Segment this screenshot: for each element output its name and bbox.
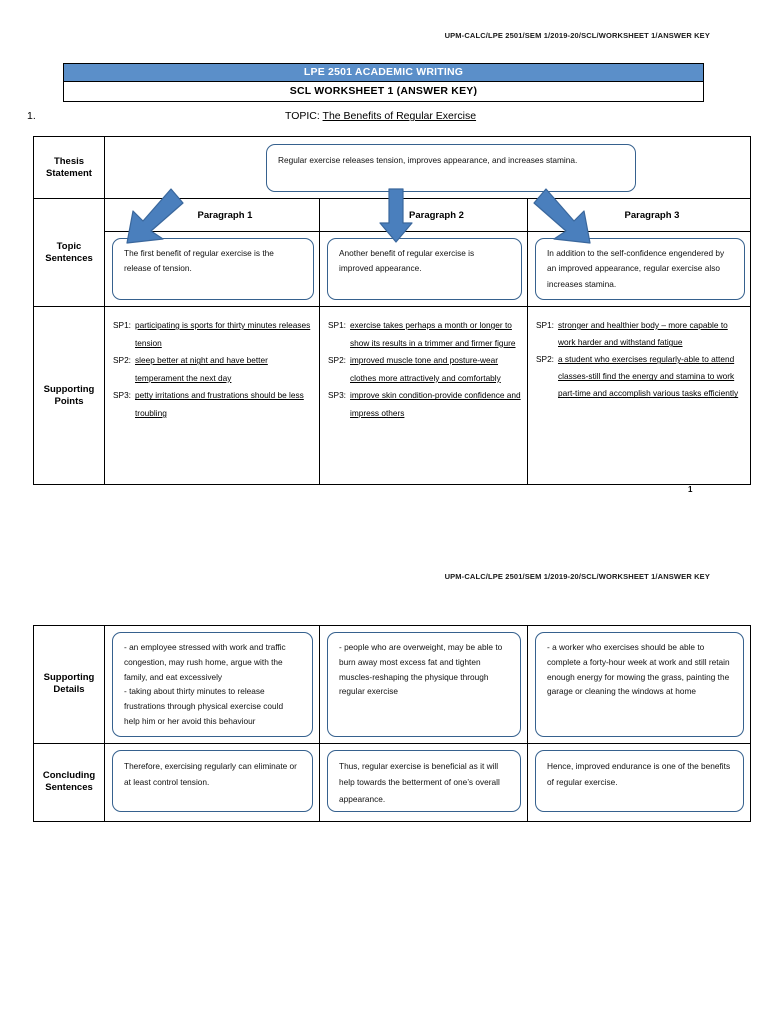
row-label-supporting-points: Supporting Points (33, 306, 105, 486)
sp-tag: SP3: (113, 390, 131, 401)
sp-text: improve skin condition-provide confidenc… (350, 390, 521, 418)
supporting-details-cell-1: - an employee stressed with work and tra… (104, 625, 320, 744)
sp-tag: SP1: (113, 320, 131, 331)
row-label-thesis-line2: Statement (46, 167, 92, 179)
supporting-details-box-1: - an employee stressed with work and tra… (112, 632, 313, 737)
running-header-page-1: UPM-CALC/LPE 2501/SEM 1/2019-20/SCL/WORK… (444, 31, 710, 40)
supporting-details-box-3: - a worker who exercises should be able … (535, 632, 744, 737)
table-row-supporting-points: Supporting Points SP1: participating is … (33, 306, 752, 486)
sp-text: stronger and healthier body – more capab… (558, 320, 728, 348)
topic-sentence-box-2: Another benefit of regular exercise is i… (327, 238, 522, 301)
sp-text: exercise takes perhaps a month or longer… (350, 320, 516, 348)
supporting-details-box-2: - people who are overweight, may be able… (327, 632, 521, 737)
row-label-cs-line1: Concluding (42, 770, 96, 782)
thesis-cell: Regular exercise releases tension, impro… (103, 136, 752, 199)
item-number: 1. (27, 110, 36, 122)
supporting-details-cell-3: - a worker who exercises should be able … (527, 625, 751, 744)
supporting-point-item: SP2: improved muscle tone and posture-we… (328, 352, 521, 387)
topic-sentence-box-3: In addition to the self-confidence engen… (535, 238, 746, 301)
row-label-thesis: Thesis Statement (33, 136, 105, 199)
supporting-point-item: SP1: participating is sports for thirty … (113, 317, 313, 352)
topic-line: TOPIC: The Benefits of Regular Exercise (285, 110, 476, 122)
row-label-sp-line2: Points (54, 395, 84, 407)
supporting-point-item: SP3: improve skin condition-provide conf… (328, 387, 521, 422)
row-label-topic-sentences: Topic Sentences (33, 197, 105, 308)
sp-text: participating is sports for thirty minut… (135, 320, 311, 348)
paragraph-heading-1: Paragraph 1 (197, 209, 253, 221)
supporting-details-line: - taking about thirty minutes to release… (124, 686, 284, 726)
row-label-topic-line1: Topic (56, 240, 82, 252)
page-number: 1 (688, 485, 693, 494)
topic-label: TOPIC: (285, 110, 320, 122)
supporting-details-line: - people who are overweight, may be able… (339, 642, 503, 697)
paragraph-heading-cell-1: Paragraph 1 (104, 188, 320, 244)
supporting-point-item: SP2: a student who exercises regularly-a… (536, 351, 744, 402)
concluding-sentence-box-2: Thus, regular exercise is beneficial as … (327, 749, 521, 812)
row-label-sd-line2: Details (53, 684, 85, 696)
row-label-concluding-sentences: Concluding Sentences (33, 742, 105, 822)
concluding-sentence-box-1: Therefore, exercising regularly can elim… (112, 749, 313, 812)
sp-text: petty irritations and frustrations shoul… (135, 390, 304, 418)
outline-table-page-1: Thesis Statement Regular exercise releas… (33, 136, 752, 486)
sp-tag: SP3: (328, 390, 346, 401)
paragraph-heading-2: Paragraph 2 (409, 209, 464, 221)
concluding-sentence-cell-2: Thus, regular exercise is beneficial as … (319, 742, 528, 822)
running-header-page-2: UPM-CALC/LPE 2501/SEM 1/2019-20/SCL/WORK… (444, 572, 710, 581)
sp-text: improved muscle tone and posture-wear cl… (350, 355, 501, 383)
row-label-thesis-line1: Thesis (53, 155, 85, 167)
supporting-points-list-1: SP1: participating is sports for thirty … (113, 317, 313, 422)
worksheet-subtitle: SCL WORKSHEET 1 (ANSWER KEY) (64, 82, 703, 101)
row-label-sd-line1: Supporting (43, 672, 95, 684)
concluding-sentence-cell-1: Therefore, exercising regularly can elim… (104, 742, 320, 822)
row-label-sp-line1: Supporting (43, 383, 95, 395)
topic-sentence-cell-1: The first benefit of regular exercise is… (104, 230, 320, 308)
supporting-points-list-2: SP1: exercise takes perhaps a month or l… (328, 317, 521, 422)
outline-table-page-2: Supporting Details - an employee stresse… (33, 625, 751, 822)
sp-text: a student who exercises regularly-able t… (558, 354, 739, 399)
supporting-points-cell-1: SP1: participating is sports for thirty … (104, 306, 320, 486)
worksheet-title-block: LPE 2501 ACADEMIC WRITING SCL WORKSHEET … (63, 63, 704, 102)
concluding-sentence-cell-3: Hence, improved endurance is one of the … (527, 742, 751, 822)
sp-tag: SP1: (328, 320, 346, 331)
supporting-details-cell-2: - people who are overweight, may be able… (319, 625, 528, 744)
supporting-point-item: SP1: stronger and healthier body – more … (536, 317, 744, 351)
sp-text: sleep better at night and have better te… (135, 355, 268, 383)
concluding-sentence-box-3: Hence, improved endurance is one of the … (535, 749, 744, 812)
table-row-concluding-sentences: Concluding Sentences Therefore, exercisi… (33, 742, 751, 822)
topic-sentence-box-1: The first benefit of regular exercise is… (112, 238, 314, 301)
supporting-point-item: SP1: exercise takes perhaps a month or l… (328, 317, 521, 352)
supporting-points-cell-2: SP1: exercise takes perhaps a month or l… (319, 306, 528, 486)
row-label-cs-line2: Sentences (45, 782, 93, 794)
sp-tag: SP2: (536, 354, 554, 365)
table-row-topic-sentences: The first benefit of regular exercise is… (34, 230, 752, 308)
supporting-details-line: - a worker who exercises should be able … (547, 642, 730, 697)
sp-tag: SP2: (328, 355, 346, 366)
supporting-point-item: SP2: sleep better at night and have bett… (113, 352, 313, 387)
supporting-details-line: - an employee stressed with work and tra… (124, 642, 286, 682)
supporting-point-item: SP3: petty irritations and frustrations … (113, 387, 313, 422)
table-row-paragraph-headings: Topic Sentences Paragraph 1 Paragraph 2 … (33, 188, 752, 308)
table-row-thesis: Thesis Statement Regular exercise releas… (33, 136, 752, 199)
row-label-topic-line2: Sentences (45, 252, 93, 264)
topic-sentence-cell-3: In addition to the self-confidence engen… (526, 230, 752, 308)
paragraph-heading-cell-2: Paragraph 2 (319, 188, 528, 243)
paragraph-heading-3: Paragraph 3 (624, 209, 680, 221)
sp-tag: SP2: (113, 355, 131, 366)
supporting-points-cell-3: SP1: stronger and healthier body – more … (526, 306, 752, 486)
sp-tag: SP1: (536, 320, 554, 331)
paragraph-heading-cell-3: Paragraph 3 (526, 188, 752, 244)
topic-sentence-cell-2: Another benefit of regular exercise is i… (319, 230, 528, 308)
course-title: LPE 2501 ACADEMIC WRITING (64, 64, 703, 82)
supporting-points-list-3: SP1: stronger and healthier body – more … (536, 317, 744, 402)
table-row-supporting-details: Supporting Details - an employee stresse… (33, 625, 751, 744)
row-label-supporting-details: Supporting Details (33, 625, 105, 744)
topic-value: The Benefits of Regular Exercise (322, 110, 477, 122)
thesis-statement-box: Regular exercise releases tension, impro… (266, 144, 636, 192)
